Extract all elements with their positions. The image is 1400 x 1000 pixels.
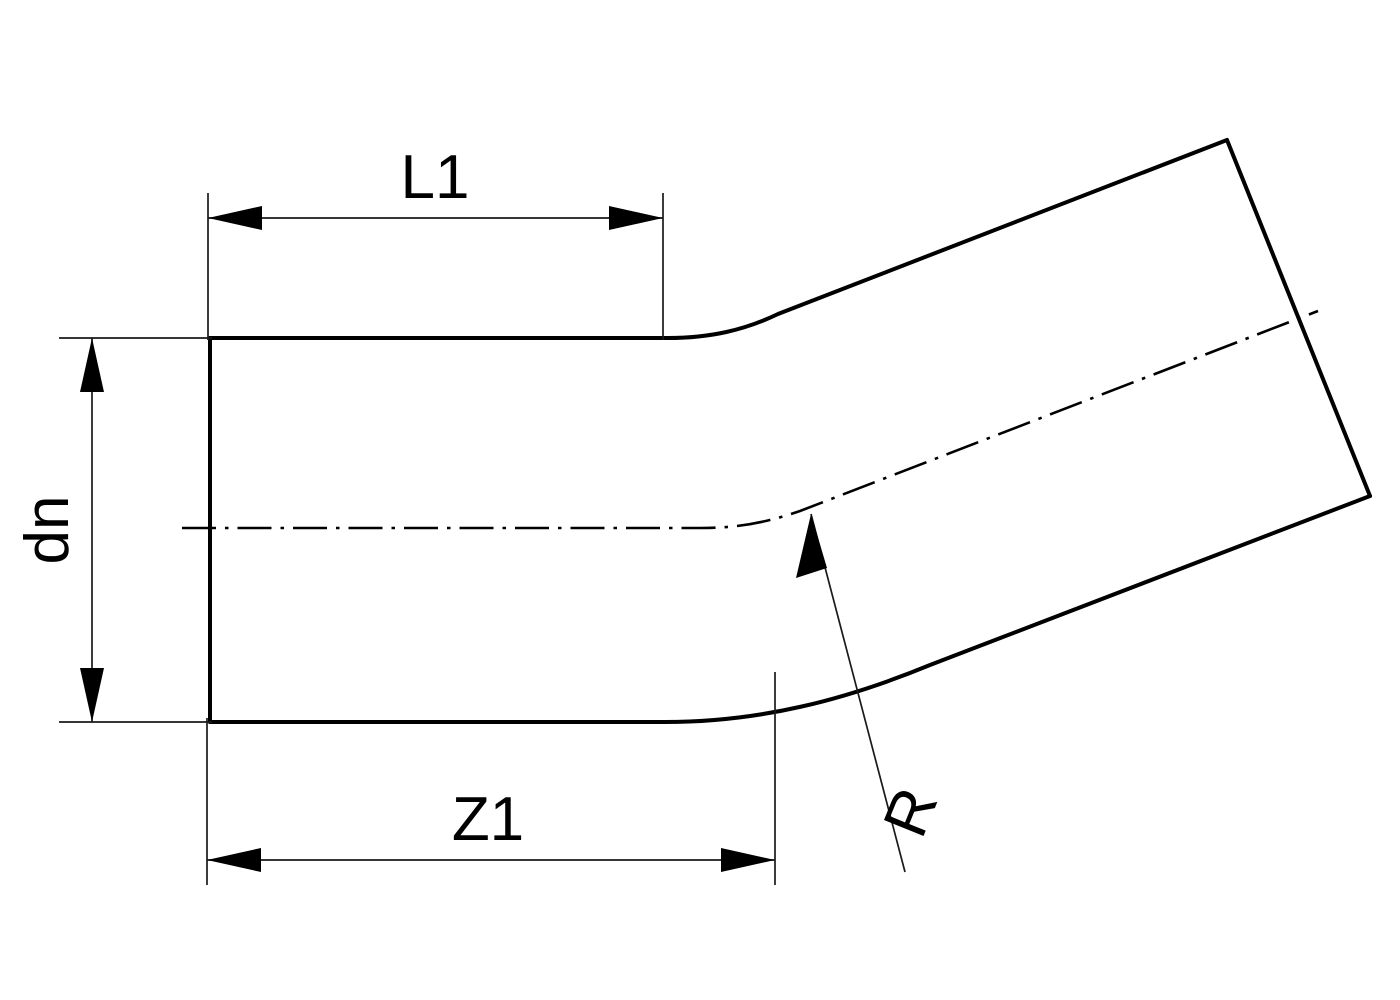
r-arrowhead: [796, 514, 827, 578]
dn-arrowhead-bottom: [80, 668, 104, 722]
pipe-bottom-outline: [208, 494, 1372, 724]
pipe-top-outline: [208, 138, 1229, 340]
r-label: R: [871, 779, 952, 846]
z1-arrowhead-right: [721, 848, 775, 872]
dn-label: dn: [13, 496, 82, 565]
r-leader-line: [810, 513, 906, 873]
dn-arrowhead-top: [80, 338, 104, 392]
z1-label: Z1: [452, 785, 524, 854]
l1-label: L1: [401, 143, 470, 212]
l1-arrowhead-right: [609, 206, 663, 230]
pipe-centerline: [182, 309, 1319, 530]
l1-arrowhead-left: [208, 206, 262, 230]
z1-arrowhead-left: [207, 848, 261, 872]
